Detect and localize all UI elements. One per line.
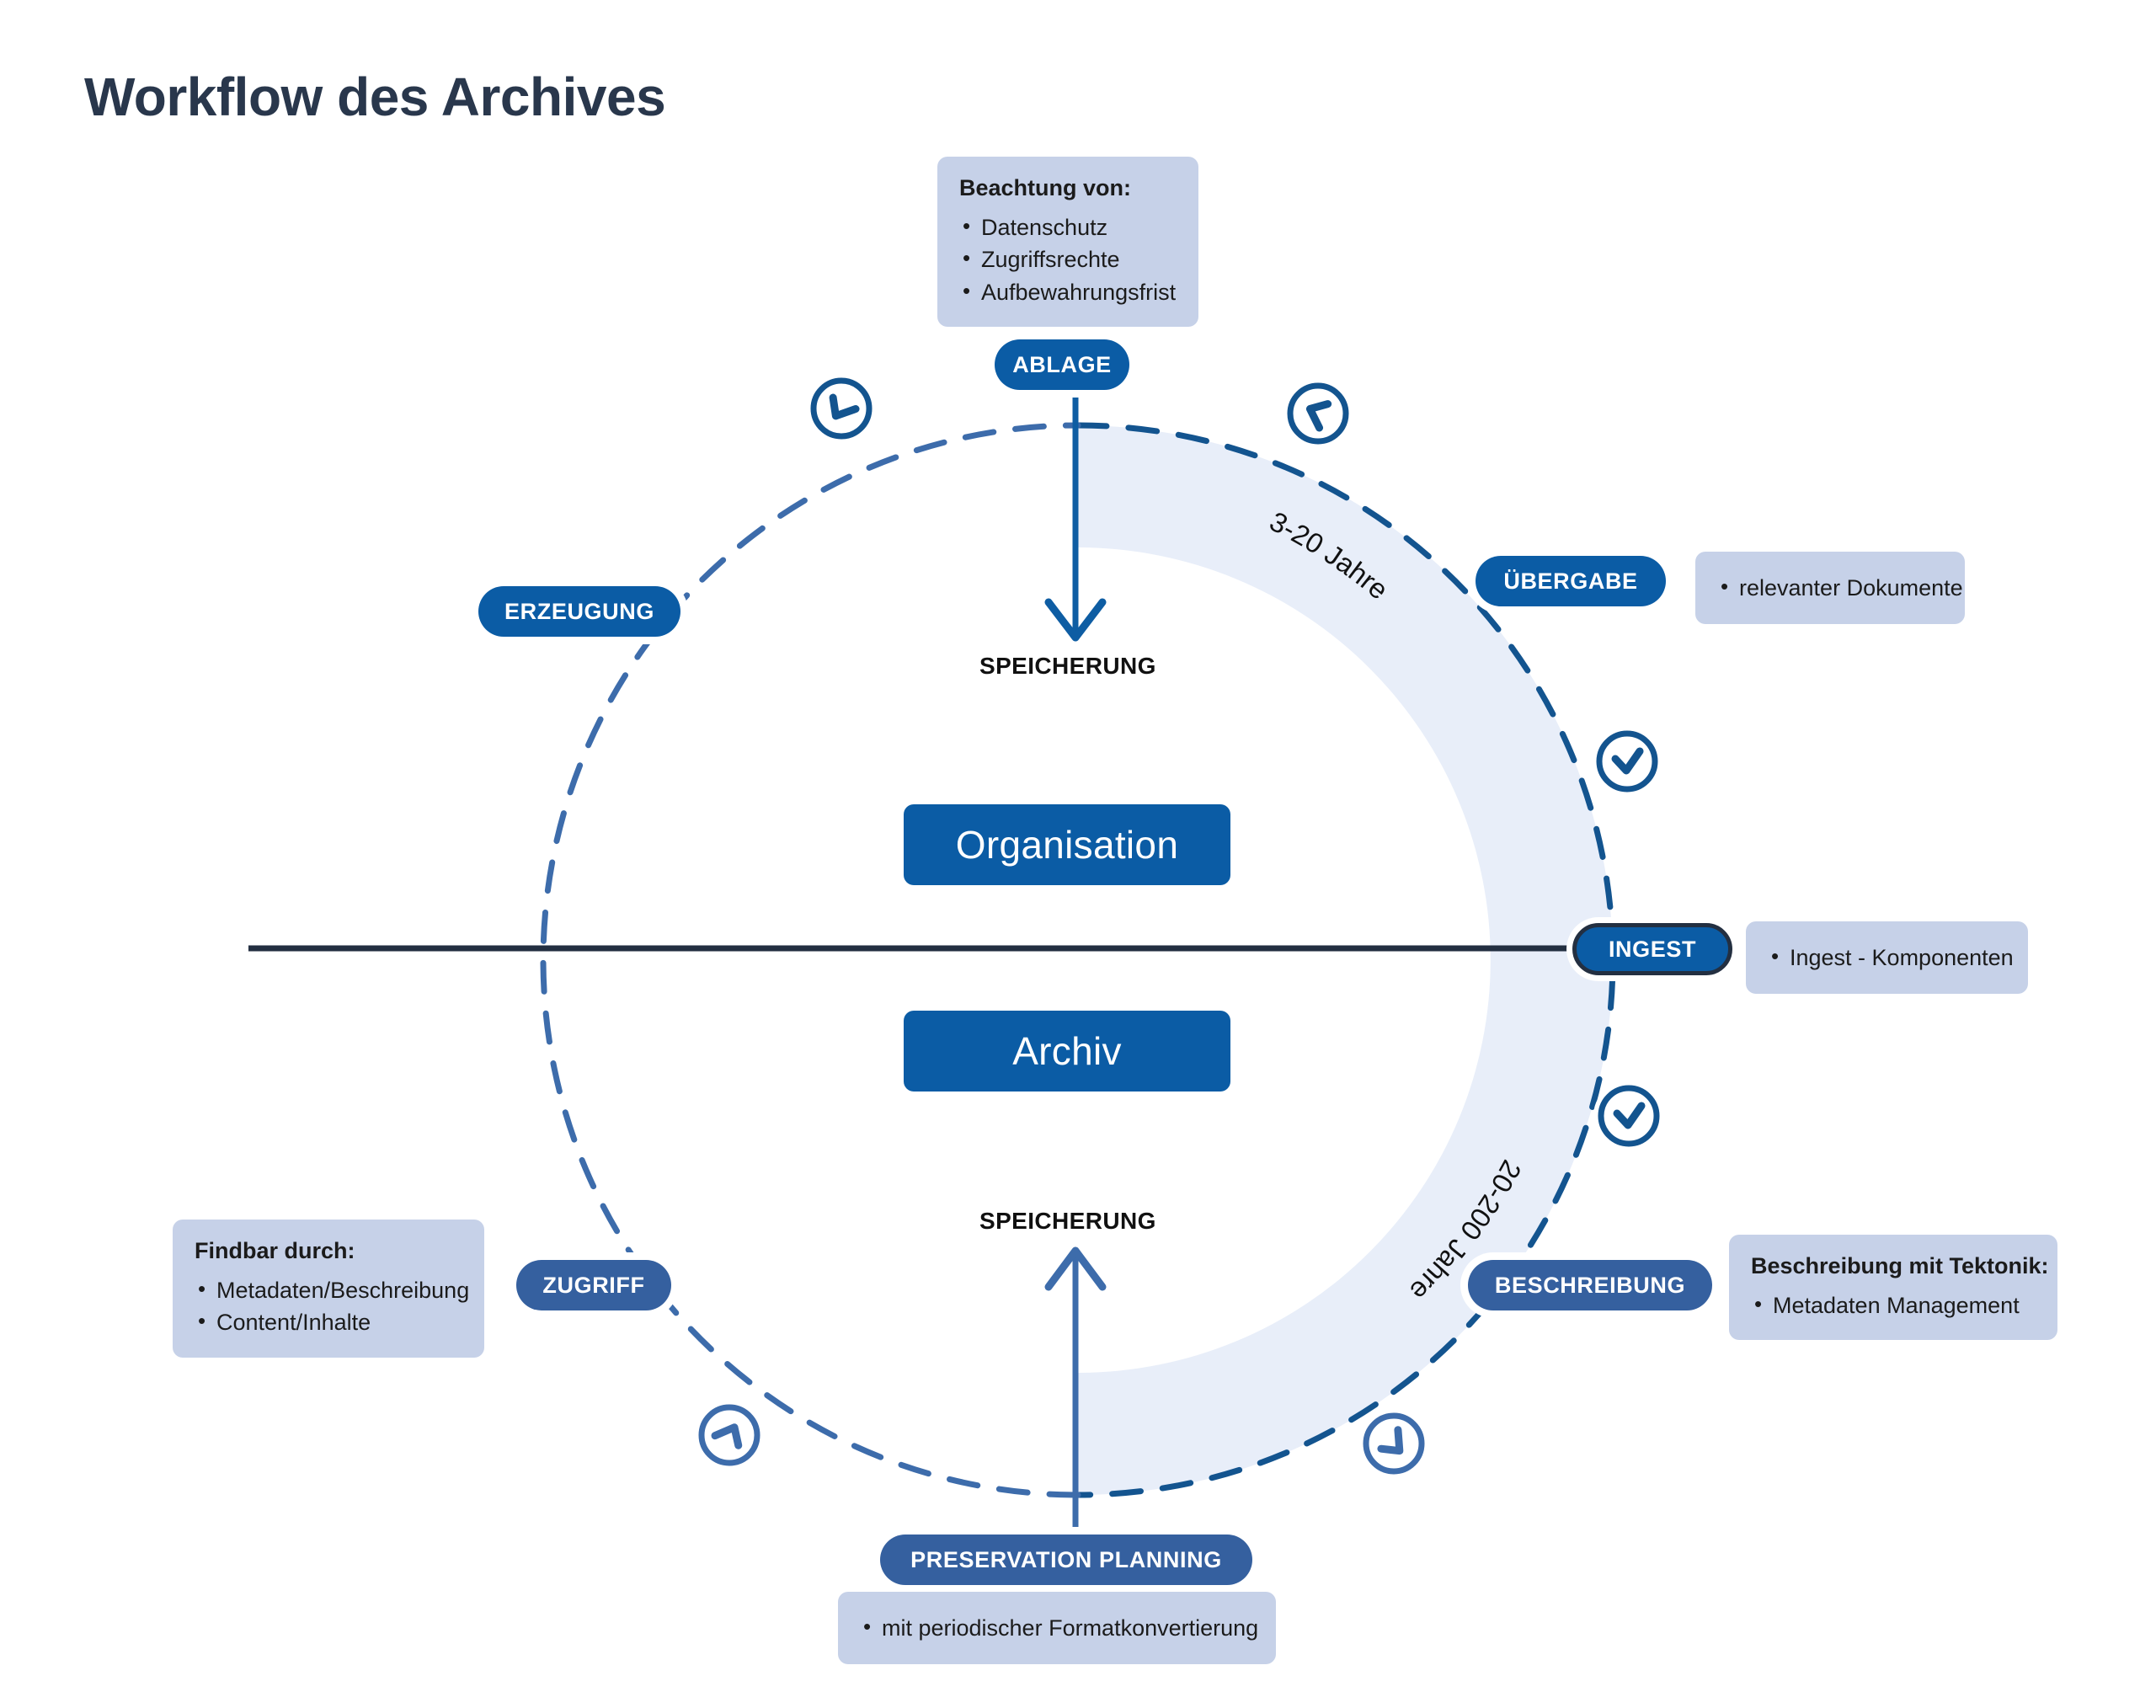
infobox-ingest: Ingest - Komponenten — [1746, 921, 2028, 995]
list-item: Aufbewahrungsfrist — [959, 275, 1177, 308]
stage-pill-beschreibung[interactable]: BESCHREIBUNG — [1468, 1260, 1712, 1310]
infobox-ingest-list: Ingest - Komponenten — [1768, 941, 2014, 974]
flow-marker-erzeugung-ablage — [806, 373, 877, 444]
infobox-ablage: Beachtung von: Datenschutz Zugriffsrecht… — [937, 157, 1198, 327]
list-item: Ingest - Komponenten — [1768, 941, 2014, 974]
infobox-preservation-planning: mit periodischer Formatkonvertierung — [838, 1592, 1276, 1665]
list-item: Datenschutz — [959, 211, 1177, 243]
organisation-box[interactable]: Organisation — [904, 804, 1230, 885]
infobox-uebergabe-list: relevanter Dokumente — [1717, 571, 1963, 604]
stage-pill-preservation-planning[interactable]: PRESERVATION PLANNING — [880, 1535, 1252, 1585]
stage-pill-zugriff[interactable]: ZUGRIFF — [516, 1260, 671, 1310]
list-item: mit periodischer Formatkonvertierung — [860, 1611, 1258, 1644]
list-item: relevanter Dokumente — [1717, 571, 1963, 604]
speicherung-arrow-up — [1044, 1246, 1107, 1545]
stage-pill-ablage[interactable]: ABLAGE — [995, 339, 1129, 390]
list-item: Content/Inhalte — [195, 1305, 462, 1338]
infobox-beschreibung-list: Metadaten Management — [1751, 1289, 2036, 1321]
stage-pill-uebergabe[interactable]: ÜBERGABE — [1476, 556, 1666, 606]
flow-marker-ablage-uebergabe — [1283, 378, 1353, 449]
speicherung-arrow-down — [1044, 379, 1107, 642]
flow-arc-left — [540, 422, 1081, 1498]
list-item: Metadaten Management — [1751, 1289, 2036, 1321]
flow-marker-ingest-beschreibung — [1593, 1081, 1664, 1151]
flow-marker-uebergabe-ingest — [1592, 726, 1662, 797]
archiv-box[interactable]: Archiv — [904, 1011, 1230, 1092]
infobox-zugriff-title: Findbar durch: — [195, 1238, 355, 1263]
infobox-beschreibung: Beschreibung mit Tektonik: Metadaten Man… — [1729, 1235, 2057, 1341]
page-title: Workflow des Archives — [84, 67, 666, 127]
infobox-uebergabe: relevanter Dokumente — [1695, 552, 1965, 625]
infobox-zugriff: Findbar durch: Metadaten/Beschreibung Co… — [173, 1220, 484, 1358]
speicherung-label-bottom: SPEICHERUNG — [979, 1208, 1156, 1234]
flow-marker-preservation-zugriff — [694, 1400, 765, 1470]
infobox-beschreibung-title: Beschreibung mit Tektonik: — [1751, 1253, 2049, 1278]
infobox-zugriff-list: Metadaten/Beschreibung Content/Inhalte — [195, 1273, 469, 1339]
stage-pill-ingest[interactable]: INGEST — [1572, 923, 1732, 975]
stage-pill-erzeugung[interactable]: ERZEUGUNG — [478, 586, 680, 637]
infobox-ablage-list: Datenschutz Zugriffsrechte Aufbewahrungs… — [959, 211, 1177, 308]
infobox-preservation-planning-list: mit periodischer Formatkonvertierung — [860, 1611, 1258, 1644]
list-item: Zugriffsrechte — [959, 243, 1177, 275]
infobox-ablage-title: Beachtung von: — [959, 175, 1132, 200]
flow-marker-beschreibung-preservation — [1358, 1408, 1429, 1479]
list-item: Metadaten/Beschreibung — [195, 1273, 469, 1306]
speicherung-label-top: SPEICHERUNG — [979, 653, 1156, 679]
